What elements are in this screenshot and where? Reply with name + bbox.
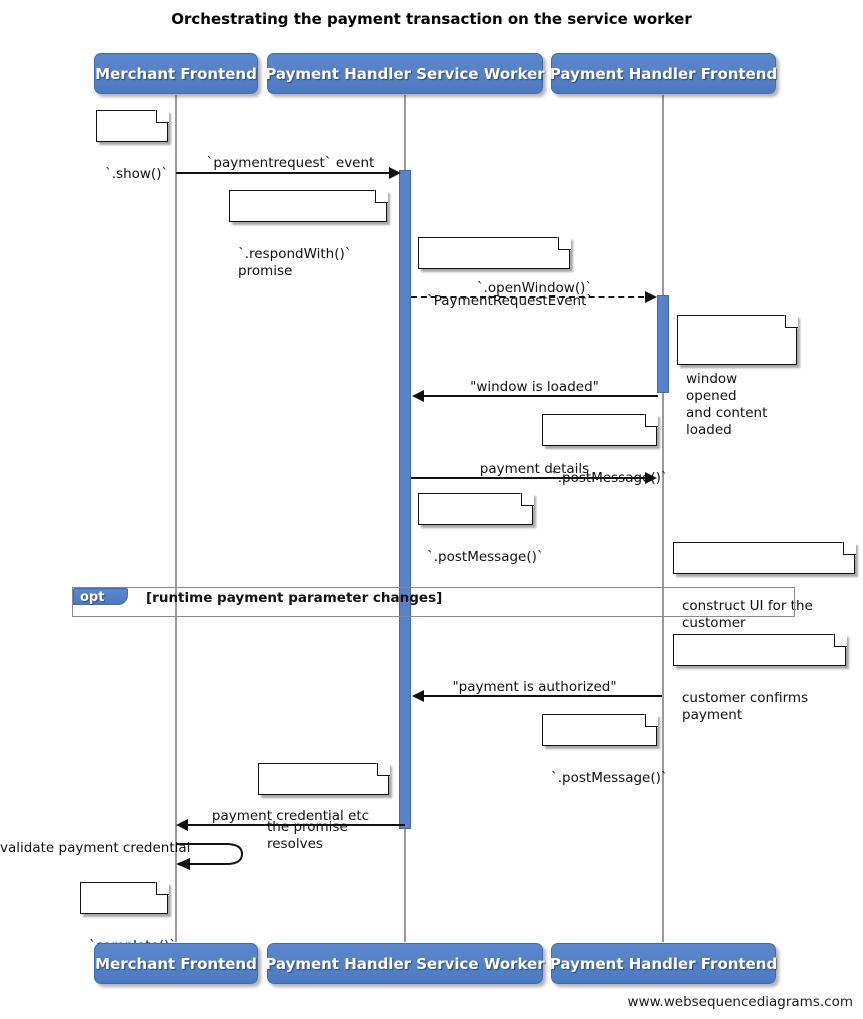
- lifeline-merchant: [175, 95, 177, 942]
- fragment-opt-tab: opt: [73, 588, 128, 605]
- note-postmessage-frontend-2: `.postMessage()`: [542, 713, 668, 786]
- message-line-payment-details: [411, 477, 645, 479]
- note-fold-corner-icon: [374, 189, 388, 203]
- self-message-loop-validate-credential: [176, 843, 244, 870]
- participant-merchant-frontend-bottom[interactable]: Merchant Frontend: [94, 943, 258, 984]
- diagram-title: Orchestrating the payment transaction on…: [171, 10, 692, 28]
- fragment-condition-text: [runtime payment parameter changes]: [146, 590, 443, 606]
- note-text: customer confirms payment: [682, 690, 809, 723]
- note-postmessage-frontend-1: `.postMessage()`: [542, 413, 668, 486]
- note-payment-request-event: `PaymentRequestEvent`: [418, 236, 593, 309]
- note-fold-corner-icon: [644, 413, 658, 427]
- message-label-payment-details: payment details: [411, 461, 658, 477]
- note-fold-corner-icon: [833, 633, 847, 647]
- note-promise-resolves: the promise resolves: [258, 762, 390, 852]
- lifeline-payment-handler-frontend: [662, 95, 664, 942]
- message-label-paymentrequest: `paymentrequest` event: [176, 155, 405, 171]
- note-complete: `complete()`: [80, 881, 176, 954]
- note-text: construct UI for the customer: [682, 598, 813, 631]
- fragment-kind-label: opt: [80, 590, 105, 605]
- message-text: payment credential etc: [211, 808, 370, 824]
- message-label-validate-credential: validate payment credential: [0, 840, 190, 856]
- note-text: `.postMessage()`: [551, 770, 668, 786]
- message-text: `.openWindow()`: [476, 280, 593, 296]
- arrowhead-right-paymentrequest: [389, 167, 401, 179]
- participant-service-worker-top[interactable]: Payment Handler Service Worker: [265, 53, 545, 94]
- participant-label: Payment Handler Service Worker: [265, 64, 545, 83]
- message-line-window-is-loaded: [424, 395, 658, 397]
- participant-service-worker-bottom[interactable]: Payment Handler Service Worker: [265, 943, 545, 984]
- participant-label: Merchant Frontend: [95, 64, 257, 83]
- participant-label: Merchant Frontend: [95, 954, 257, 973]
- message-label-window-is-loaded: "window is loaded": [411, 379, 658, 395]
- message-line-payment-credential: [188, 824, 405, 826]
- message-text: validate payment credential: [0, 840, 191, 856]
- note-text: window opened and content loaded: [686, 371, 768, 438]
- note-respondwith-promise: `.respondWith()` promise: [229, 189, 388, 279]
- message-label-openwindow: `.openWindow()`: [411, 280, 658, 296]
- fragment-opt-condition: [runtime payment parameter changes]: [146, 590, 442, 606]
- participant-label: Payment Handler Frontend: [549, 954, 778, 973]
- note-text: `.postMessage()`: [427, 549, 544, 565]
- arrowhead-left-window-is-loaded: [412, 390, 424, 402]
- note-construct-ui: construct UI for the customer: [673, 541, 856, 631]
- note-fold-corner-icon: [155, 881, 169, 895]
- message-text: "payment is authorized": [452, 679, 617, 695]
- note-window-opened: window opened and content loaded: [677, 314, 798, 438]
- note-show: `.show()`: [96, 109, 169, 182]
- participant-merchant-frontend-top[interactable]: Merchant Frontend: [94, 53, 258, 94]
- note-fold-corner-icon: [842, 541, 856, 555]
- note-text: the promise resolves: [267, 819, 348, 852]
- note-text: `.show()`: [105, 166, 169, 182]
- arrowhead-right-openwindow: [645, 291, 657, 303]
- message-label-payment-authorized: "payment is authorized": [411, 679, 658, 695]
- note-fold-corner-icon: [557, 236, 571, 250]
- activation-payment-handler-frontend: [657, 295, 669, 393]
- note-fold-corner-icon: [520, 492, 534, 506]
- message-text: payment details: [479, 461, 590, 477]
- participant-payment-handler-frontend-top[interactable]: Payment Handler Frontend: [549, 53, 778, 94]
- message-line-paymentrequest: [176, 172, 392, 174]
- arrowhead-right-payment-details: [645, 472, 657, 484]
- message-label-payment-credential: payment credential etc: [176, 808, 405, 824]
- activation-service-worker: [399, 170, 411, 829]
- note-fold-corner-icon: [784, 314, 798, 328]
- note-fold-corner-icon: [644, 713, 658, 727]
- arrowhead-left-payment-credential: [176, 819, 188, 831]
- arrowhead-left-payment-authorized: [412, 690, 424, 702]
- footer-credit-link[interactable]: www.websequencediagrams.com: [627, 994, 853, 1010]
- participant-payment-handler-frontend-bottom[interactable]: Payment Handler Frontend: [549, 943, 778, 984]
- note-customer-confirms: customer confirms payment: [673, 633, 847, 723]
- participant-label: Payment Handler Frontend: [549, 64, 778, 83]
- note-fold-corner-icon: [376, 762, 390, 776]
- message-text: `paymentrequest` event: [206, 155, 375, 171]
- fragment-opt: [72, 587, 795, 617]
- message-line-openwindow: [411, 296, 644, 298]
- note-fold-corner-icon: [155, 109, 169, 123]
- message-line-payment-authorized: [424, 695, 662, 697]
- participant-label: Payment Handler Service Worker: [265, 954, 545, 973]
- note-text: `.respondWith()` promise: [238, 246, 352, 279]
- note-postmessage-service-worker: `.postMessage()`: [418, 492, 544, 565]
- message-text: "window is loaded": [470, 379, 599, 395]
